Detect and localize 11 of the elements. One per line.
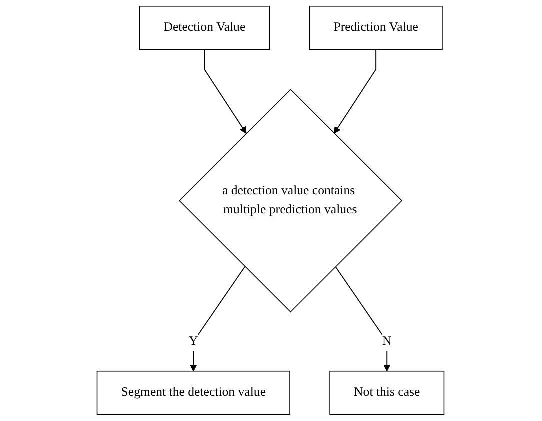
arrow [334,49,377,134]
node-box: Segment the detection value [97,370,291,415]
arrow [190,266,246,372]
arrow [335,266,391,372]
edge-label: N [382,334,392,348]
node-box: Not this case [330,370,445,415]
node-box: Prediction Value [310,6,444,50]
node-box: Detection Value [140,6,270,50]
edge-label: Y [189,334,199,348]
arrow [204,49,248,134]
node-diamond: a detection value contains multiple prediction values [179,89,403,313]
